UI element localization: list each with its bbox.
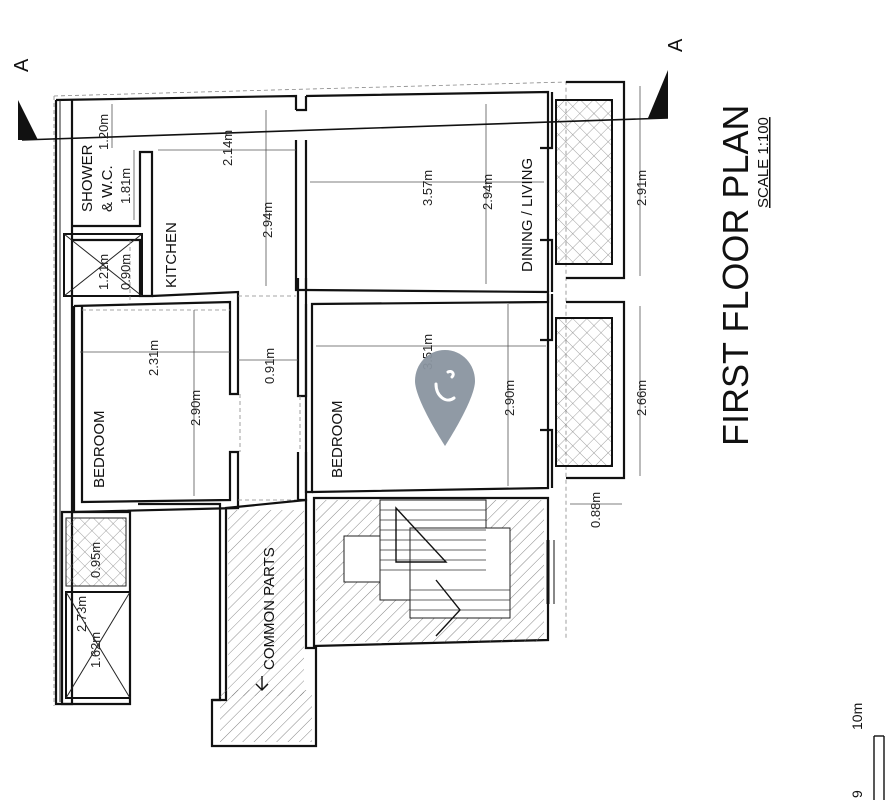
entrance-arrow-icon <box>255 676 269 691</box>
room-label-kitchen: KITCHEN <box>163 222 180 288</box>
service-shafts <box>60 502 222 706</box>
scale-bar-label-9: 9 <box>849 790 865 798</box>
room-label-bedroom-right: BEDROOM <box>329 400 346 478</box>
dim-bedroom-left-width: 2.31m <box>146 340 161 376</box>
scale-bar <box>873 735 885 800</box>
dim-shaft-b: 2.73m <box>74 596 89 632</box>
dim-living-width: 3.57m <box>420 170 435 206</box>
scale-bar-label-10m: 10m <box>849 703 865 730</box>
dim-wc-b: 0.90m <box>118 254 133 290</box>
section-marker-right: A <box>665 38 687 52</box>
dim-shaft-c: 1.62m <box>88 632 103 668</box>
room-label-shower: SHOWER <box>79 144 96 212</box>
plan-scale: SCALE 1:100 <box>755 117 772 208</box>
dimension-lines <box>80 86 641 505</box>
dim-shower-width: 1.20m <box>96 114 111 150</box>
section-marker-left: A <box>11 58 33 72</box>
dim-shower-height: 1.81m <box>118 168 133 204</box>
stair-core <box>210 496 555 748</box>
balcony-top <box>555 80 626 280</box>
dim-kitchen-width: 2.14m <box>220 130 235 166</box>
dim-living-height: 2.94m <box>480 174 495 210</box>
dim-corridor-width: 0.91m <box>262 348 277 384</box>
balcony-bottom <box>555 300 626 480</box>
room-label-wc: & W.C. <box>99 165 116 212</box>
location-pin-icon[interactable] <box>415 350 475 446</box>
dim-bedroom-right-height: 2.90m <box>502 380 517 416</box>
dim-balcony-bottom: 2.66m <box>634 380 649 416</box>
room-label-dining-living: DINING / LIVING <box>519 158 536 272</box>
room-label-common-parts: COMMON PARTS <box>261 547 278 670</box>
dim-shaft-a: 0.95m <box>88 542 103 578</box>
dim-balcony-top: 2.91m <box>634 170 649 206</box>
dim-kitchen-height: 2.94m <box>260 202 275 238</box>
dim-balcony-depth: 0.88m <box>588 492 603 528</box>
section-line <box>18 70 669 141</box>
dim-wc-a: 1.21m <box>96 254 111 290</box>
room-label-bedroom-left: BEDROOM <box>91 410 108 488</box>
interior-walls <box>63 92 554 514</box>
dim-bedroom-left-height: 2.90m <box>188 390 203 426</box>
plan-title: FIRST FLOOR PLAN <box>715 105 756 446</box>
